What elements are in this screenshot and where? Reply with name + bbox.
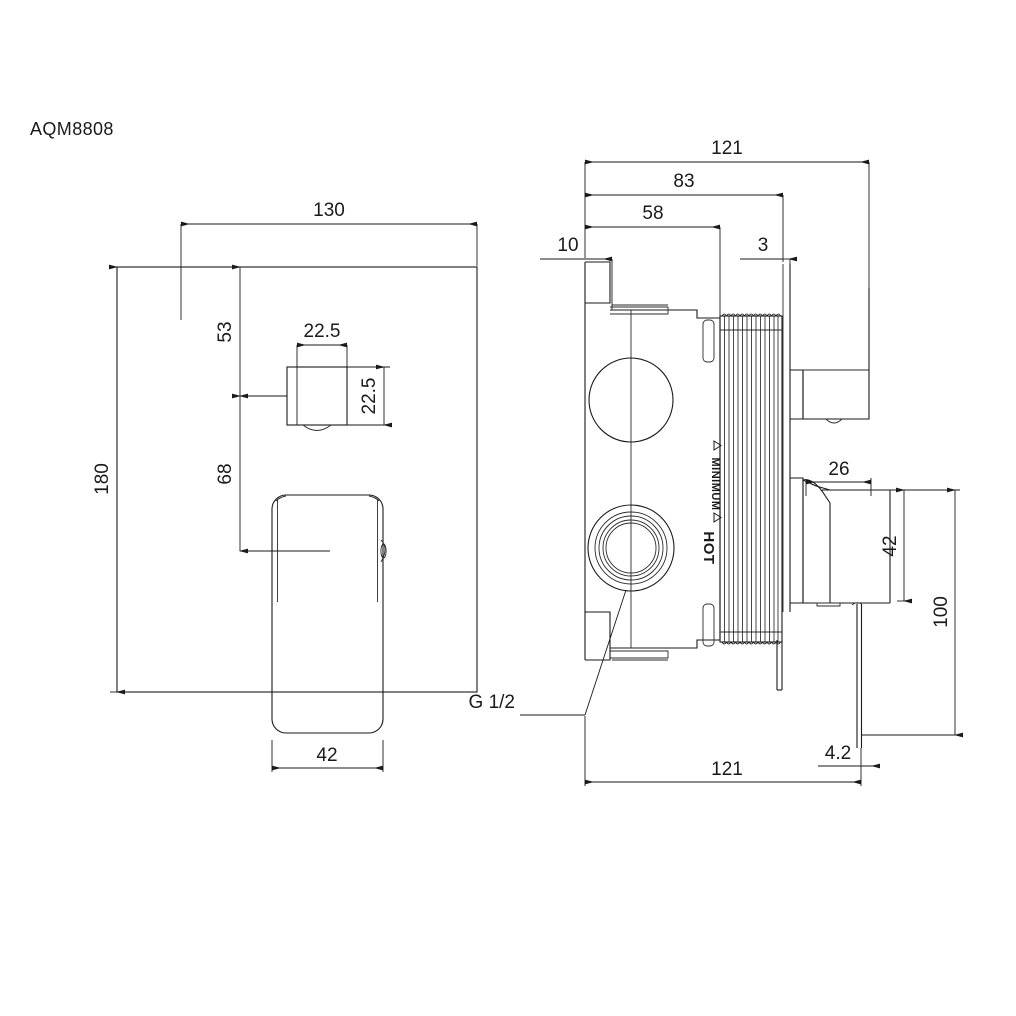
dim-value-68: 68 [215, 463, 236, 484]
diverter-knob-side [790, 288, 870, 424]
minimum-marking-label: MINIMUM [709, 458, 721, 511]
dim-value-53: 53 [215, 321, 236, 342]
dim-value-4-2: 4.2 [825, 743, 851, 764]
dimension-overall-depth-bottom: 121 [584, 716, 862, 786]
dimension-handle-width: 42 [271, 740, 384, 772]
dim-value-26: 26 [828, 459, 849, 480]
dimension-wall-offset: 10 [540, 235, 613, 310]
front-plate-outline [116, 266, 478, 693]
lever-handle [271, 494, 387, 734]
dim-value-121-top: 121 [711, 138, 743, 159]
dim-value-42-handle: 42 [316, 745, 337, 766]
lever-handle-side [790, 477, 952, 607]
diverter-button [286, 366, 348, 431]
dim-value-130: 130 [313, 200, 345, 221]
dimension-handle-height: 42 [880, 487, 912, 604]
hot-marking-label: HOT [700, 531, 717, 564]
valve-body: MINIMUM HOT [584, 261, 722, 661]
dim-value-42-side: 42 [880, 535, 901, 556]
page-title: AQM8808 [30, 119, 114, 139]
inner-blade [776, 640, 783, 691]
dimension-plate-thickness: 3 [740, 235, 797, 290]
dimension-overall-depth-top: 121 [584, 138, 870, 288]
dimension-overall-height: 100 [862, 487, 963, 738]
dim-value-58: 58 [642, 203, 663, 224]
dimension-plate-edge: 4.2 [818, 743, 880, 769]
threaded-collar [719, 313, 783, 645]
dimension-handle-offset: 68 [215, 393, 330, 554]
dim-value-100: 100 [931, 596, 952, 628]
dimension-plate-height: 180 [92, 264, 126, 695]
side-section-view: MINIMUM HOT [469, 138, 963, 786]
cover-plate [782, 264, 791, 612]
dim-value-180: 180 [92, 463, 113, 495]
dimension-diverter-height: 22.5 [347, 364, 392, 428]
front-elevation-view: 130 180 53 68 [92, 200, 478, 772]
dimension-handle-projection: 26 [805, 459, 872, 496]
plate-edge-blade [851, 602, 863, 748]
dim-value-10: 10 [557, 235, 578, 256]
thread-spec-label: G 1/2 [469, 692, 515, 713]
dim-value-121-bottom: 121 [711, 759, 743, 780]
minimum-marking-group: MINIMUM [709, 440, 722, 523]
dim-value-22-5-height: 22.5 [359, 378, 380, 415]
dim-value-22-5-width: 22.5 [304, 321, 341, 342]
dimension-body-to-thread: 83 [585, 171, 784, 262]
dimension-diverter-offset: 53 [215, 264, 287, 399]
dimension-diverter-width: 22.5 [296, 321, 348, 425]
dimension-body-depth: 58 [585, 203, 721, 318]
dim-value-83: 83 [673, 171, 694, 192]
thread-spec-callout: G 1/2 [469, 589, 627, 716]
dimension-plate-width: 130 [180, 200, 478, 320]
dim-value-3: 3 [758, 235, 769, 256]
